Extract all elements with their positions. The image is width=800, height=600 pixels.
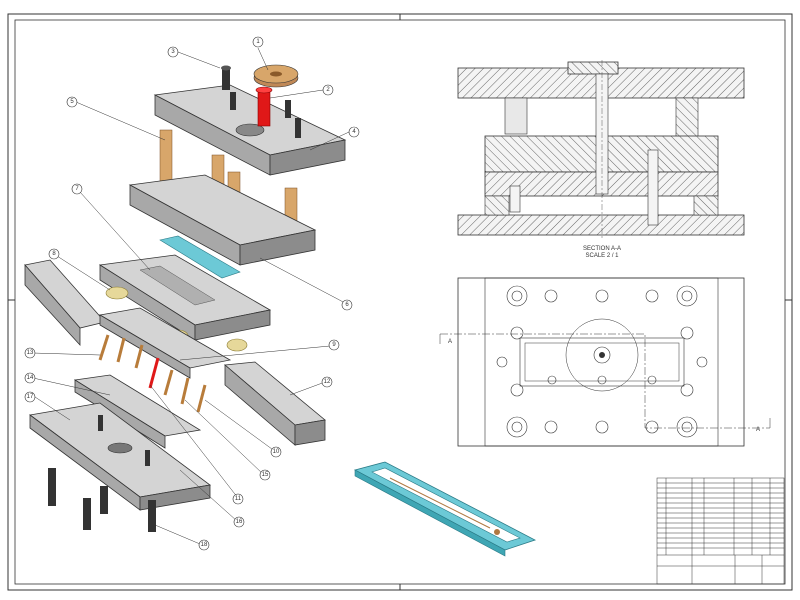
cyan-part-view [353,461,537,557]
right-side-rail [224,361,326,446]
callout-label: 12 [324,379,331,385]
callout-bubble-11: 11 [232,493,244,505]
locating-ring [253,64,299,88]
plan-corner-bolts [506,285,698,438]
callout-label: 11 [235,496,242,502]
callout-label: 10 [273,449,280,455]
bottom-screws [48,415,156,532]
callout-label: 4 [352,129,356,135]
leader-lines [32,47,350,545]
callout-label: 13 [27,350,34,356]
callout-label: 16 [236,519,243,525]
plan-holes [496,289,708,434]
title-block-rows [657,482,784,549]
callout-bubble-6: 6 [341,299,353,311]
callout-bubble-2: 2 [322,84,334,96]
callout-bubble-10: 10 [270,446,282,458]
callout-bubble-18: 18 [198,539,210,551]
callout-bubble-17: 17 [24,391,36,403]
ejector-retainer-plate [98,307,232,379]
drawing-frame [7,13,793,591]
callout-bubble-1: 1 [252,36,264,48]
callout-label: 15 [262,472,269,478]
callout-bubble-4: 4 [348,126,360,138]
callout-bubble-5: 5 [66,96,78,108]
callout-label: 6 [345,302,349,308]
sprue-bushing [255,86,273,127]
top-screws [221,65,301,138]
section-title: SECTION A-A [583,246,621,252]
section-view: SECTION A-A SCALE 2 / 1 [457,60,745,259]
top-plate [153,84,347,176]
cyan-insert-small [159,235,241,279]
plan-view: A A [439,277,771,447]
callout-bubble-13: 13 [24,347,36,359]
callout-label: 18 [201,542,208,548]
callout-bubble-14: 14 [24,372,36,384]
callout-label: 8 [52,251,56,257]
callout-bubble-3: 3 [167,46,179,58]
callout-label: 2 [326,87,330,93]
cavity-plate [128,174,317,266]
title-block [656,477,785,585]
ejector-pins [98,334,207,413]
callout-bubble-15: 15 [259,469,271,481]
callout-bubble-8: 8 [48,248,60,260]
callout-label: 7 [75,186,79,192]
callout-label: 3 [171,49,175,55]
callout-bubble-7: 7 [71,183,83,195]
core-plate [98,254,272,341]
callout-bubble-9: 9 [328,339,340,351]
section-marker-left: A [448,339,452,345]
bottom-plate [29,402,211,511]
callout-bubble-16: 16 [233,516,245,528]
callout-label: 17 [27,394,34,400]
callout-label: 5 [70,99,74,105]
section-marker-right: A [756,427,760,433]
callout-label: 14 [27,375,34,381]
exploded-assembly-view: 1 2 3 4 5 6 7 8 [24,36,360,551]
left-side-rail [24,259,106,347]
section-cut-line [439,333,771,429]
callout-label: 9 [332,342,336,348]
callout-bubble-12: 12 [321,376,333,388]
ejector-plate [73,374,202,449]
callout-label: 1 [256,39,260,45]
section-scale: SCALE 2 / 1 [585,253,619,259]
